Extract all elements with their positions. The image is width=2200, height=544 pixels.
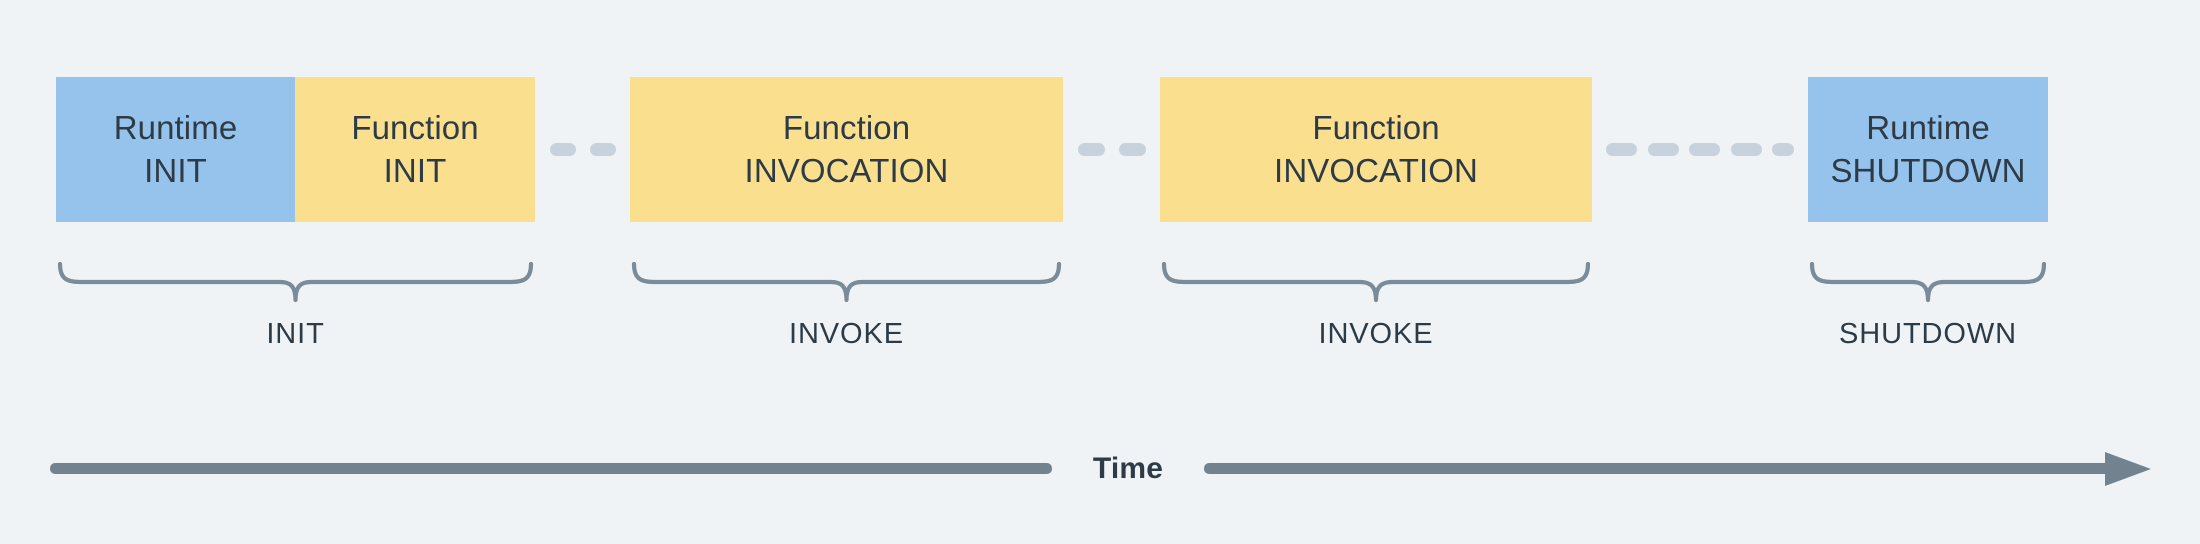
curly-brace-icon [631, 261, 1062, 303]
dash-segment [1119, 143, 1146, 156]
connector-init-to-invoke-1 [550, 143, 616, 156]
dash-segment [590, 143, 616, 156]
block-function-invocation-1: Function INVOCATION [630, 77, 1063, 222]
time-axis-label: Time [1092, 452, 1164, 485]
time-axis-line-left [50, 463, 1052, 474]
curly-brace-icon [57, 261, 534, 303]
block-phase-label: INVOCATION [1274, 151, 1478, 189]
block-phase-label: INVOCATION [744, 151, 949, 189]
dash-segment [550, 143, 576, 156]
time-axis: Time [50, 452, 2151, 488]
dash-segment [1078, 143, 1105, 156]
block-phase-label: INIT [383, 151, 447, 189]
block-owner-label: Function [351, 108, 479, 146]
phase-bracket-shutdown: SHUTDOWN [1808, 261, 2048, 350]
dash-segment [1647, 143, 1679, 156]
block-function-init: Function INIT [295, 77, 535, 222]
time-axis-line-right [1204, 463, 2112, 474]
dash-segment [1730, 143, 1762, 156]
block-phase-label: SHUTDOWN [1830, 151, 2026, 189]
dash-segment [1689, 143, 1720, 156]
phase-bracket-invoke-1: INVOKE [630, 261, 1063, 350]
block-owner-label: Function [1312, 108, 1440, 146]
arrow-right-icon [2105, 452, 2151, 486]
phase-label: INVOKE [1318, 318, 1434, 350]
dash-segment [1606, 143, 1637, 156]
phase-label: SHUTDOWN [1839, 318, 2017, 350]
phase-bracket-invoke-2: INVOKE [1160, 261, 1592, 350]
block-runtime-shutdown: Runtime SHUTDOWN [1808, 77, 2048, 222]
block-phase-label: INIT [144, 151, 207, 189]
phase-label: INVOKE [789, 318, 904, 350]
phase-bracket-init: INIT [56, 261, 535, 350]
curly-brace-icon [1809, 261, 2047, 303]
block-owner-label: Function [782, 108, 911, 146]
phase-label: INIT [266, 318, 325, 350]
connector-invoke-1-to-invoke-2 [1078, 143, 1146, 156]
block-function-invocation-2: Function INVOCATION [1160, 77, 1592, 222]
block-owner-label: Runtime [113, 108, 238, 146]
dash-segment [1772, 143, 1794, 156]
block-runtime-init: Runtime INIT [56, 77, 295, 222]
connector-invoke-2-to-shutdown [1606, 143, 1794, 156]
block-owner-label: Runtime [1866, 108, 1990, 146]
curly-brace-icon [1161, 261, 1591, 303]
